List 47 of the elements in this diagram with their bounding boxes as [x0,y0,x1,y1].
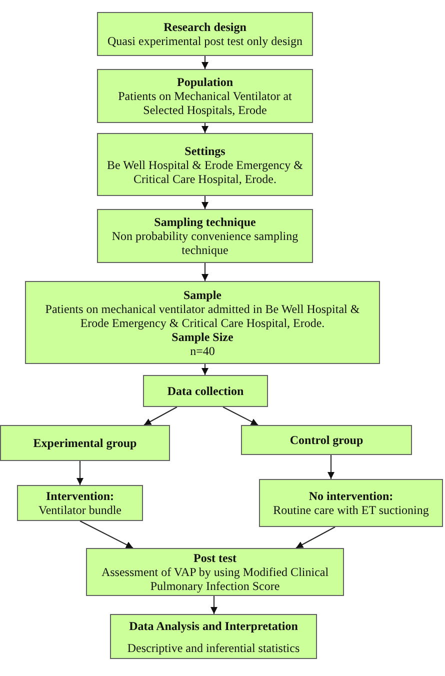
step-heading: Post test [194,551,236,565]
step-heading: Research design [164,20,246,34]
arrow [210,596,218,614]
step-heading: Data Analysis and Interpretation [129,618,298,632]
step-heading: Sample [183,288,222,302]
arrow [202,56,208,70]
step-heading: Experimental group [33,436,137,450]
step-description: Descriptive and inferential statistics [127,640,300,654]
process-box [241,425,412,455]
arrow [76,460,84,486]
process-box [17,485,143,521]
process-box [0,425,170,461]
step-description: Patients on mechanical ventilator admitted in Be Well Hospital & Erode Emergency & Critical Care Hospital, Erode. [44,302,361,330]
process-box [97,69,313,123]
process-box [259,479,443,527]
step-heading: Population [176,75,233,89]
step-description: Assessment of VAP by using Modified Clinical Pulmonary Infection Score [100,565,330,593]
process-box [86,548,344,596]
arrow [202,364,208,376]
step-heading: Intervention: [46,489,114,503]
arrow [202,196,208,210]
arrow [202,122,208,134]
step-heading: Sample Size [172,330,234,344]
step-heading: Sampling technique [154,215,256,229]
arrow [296,526,336,548]
arrow [80,520,134,548]
step-heading: Control group [290,433,364,447]
process-box [143,375,268,407]
arrow [222,406,258,426]
step-description: Patients on Mechanical Ventilator at Selected Hospitals, Erode [117,89,293,117]
step-description: Quasi experimental post test only design [108,34,302,48]
arrow [202,262,208,282]
arrow [328,454,334,480]
step-description: Routine care with ET suctioning [273,503,429,517]
process-box [97,12,313,56]
step-description: Be Well Hospital & Erode Emergency & Critical Care Hospital, Erode. [106,158,304,186]
step-heading: Data collection [167,384,244,398]
process-box [25,281,380,364]
step-description: Non probability convenience sampling technique [110,229,300,257]
arrow [144,406,178,426]
step-heading: No intervention: [308,489,394,503]
step-heading: Settings [184,144,226,158]
step-description: n=40 [190,344,215,358]
process-box [110,614,317,659]
step-description: Ventilator bundle [38,503,122,517]
process-box [97,209,313,263]
process-box [97,133,313,196]
